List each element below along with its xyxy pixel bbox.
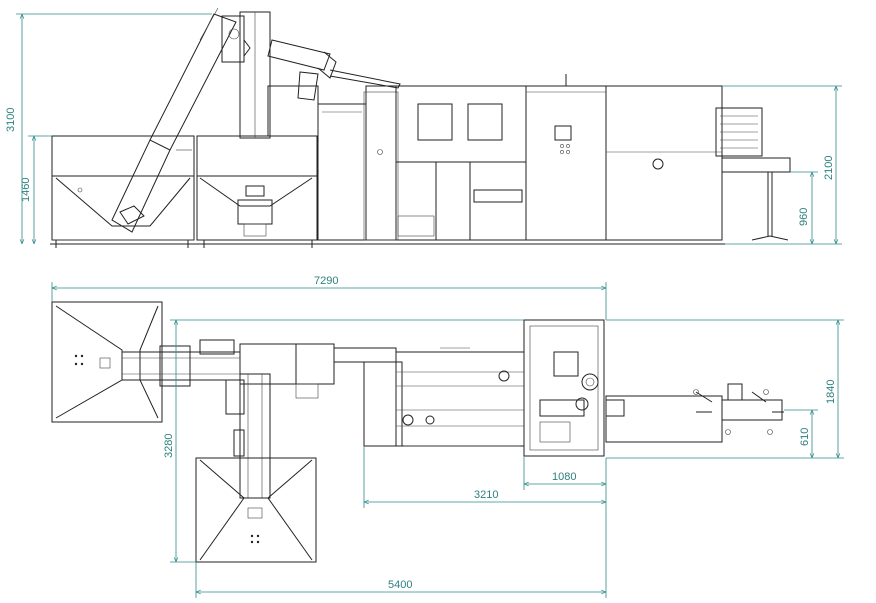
outlet-section-top [605, 383, 784, 443]
control-cabinet-top [523, 319, 605, 457]
dim-side-cabinet-height: 2100 [823, 156, 835, 180]
left-hopper-top [51, 301, 163, 423]
feeder-conveyor-top [121, 339, 335, 399]
central-column [239, 11, 271, 139]
side-dimensions [16, 13, 842, 245]
dim-side-total-height: 3100 [5, 108, 17, 132]
bottom-hopper-top [195, 457, 317, 563]
dim-top-bottom-length: 5400 [388, 579, 412, 591]
dim-top-total-length: 7290 [314, 275, 338, 287]
left-hopper-side [51, 135, 195, 248]
side-view: 3100 1460 2100 960 [5, 7, 842, 248]
vertical-conveyor-top [225, 373, 271, 499]
dim-top-machine-length: 3210 [474, 489, 498, 501]
incline-conveyor [111, 7, 245, 233]
sorter-head [267, 39, 401, 137]
dim-top-unit-depth: 1840 [825, 380, 837, 404]
discharge-unit-side [605, 85, 763, 241]
dim-top-conveyor-width: 610 [799, 428, 811, 446]
control-cabinet-side [525, 74, 607, 241]
dim-top-module-width: 1080 [552, 471, 576, 483]
dim-top-depth: 3280 [163, 434, 175, 458]
top-dimensions [51, 282, 844, 598]
top-view: 7290 3280 1840 610 1080 3210 5400 [51, 275, 844, 598]
main-machine-top [333, 347, 525, 447]
right-hopper-side [196, 135, 318, 248]
main-machine-side [317, 85, 527, 241]
dim-side-hopper-height: 1460 [20, 178, 32, 202]
outlet-conveyor-side [721, 157, 791, 241]
dim-side-conveyor-height: 960 [798, 208, 810, 226]
